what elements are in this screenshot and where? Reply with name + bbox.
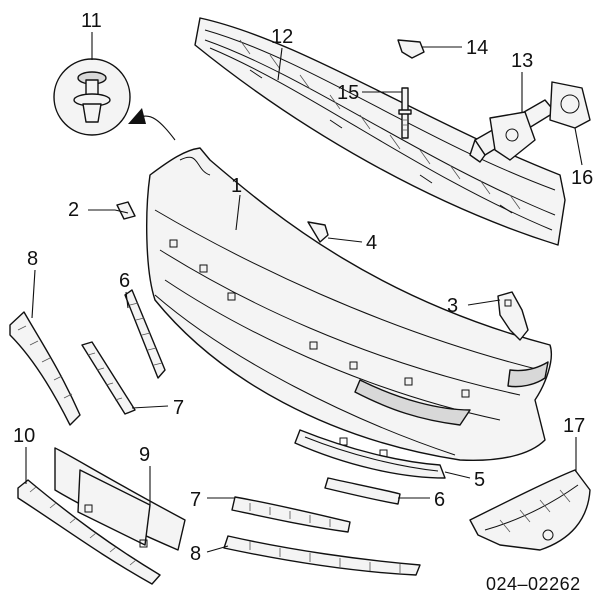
leader-lines — [25, 32, 583, 553]
moulding-part-8-lower — [223, 535, 421, 576]
callout-16: 16 — [571, 167, 593, 189]
moulding-part-10 — [17, 479, 161, 585]
callout-15: 15 — [337, 82, 359, 104]
bracket-part-3 — [497, 291, 529, 341]
impact-absorber-part-13 — [469, 99, 556, 163]
callout-2: 2 — [68, 199, 79, 221]
gasket-part-16 — [549, 81, 591, 129]
wheel-liner-part-17 — [469, 469, 591, 551]
moulding-part-8-left — [9, 311, 81, 426]
reinforcement-beam-part-12 — [194, 17, 566, 246]
callout-7-lower: 7 — [190, 489, 201, 511]
callout-9: 9 — [139, 444, 150, 466]
callout-8-left: 8 — [27, 248, 38, 270]
callout-6-lower: 6 — [434, 489, 445, 511]
detail-arrow — [128, 108, 176, 141]
callout-8-lower: 8 — [190, 543, 201, 565]
strip-part-6-lower — [324, 477, 401, 505]
bolt-part-15 — [398, 87, 412, 139]
clip-part-2 — [116, 201, 136, 220]
callout-17: 17 — [563, 415, 585, 437]
clip-part-4 — [307, 221, 329, 243]
callout-6-upper: 6 — [119, 270, 130, 292]
lower-grille-part-5 — [294, 429, 446, 479]
callout-12: 12 — [271, 26, 293, 48]
bumper-cover-part-1 — [146, 147, 552, 462]
callout-11: 11 — [81, 10, 102, 32]
callout-1: 1 — [231, 175, 242, 197]
callout-7-upper: 7 — [173, 397, 184, 419]
callout-10: 10 — [13, 425, 35, 447]
strip-part-7-upper — [81, 341, 136, 415]
callout-13: 13 — [511, 50, 533, 72]
callout-3: 3 — [447, 295, 458, 317]
callout-labels: 11 12 1 2 3 4 5 6 6 7 7 8 8 9 10 13 14 1… — [13, 10, 593, 565]
diagram-code: 024–02262 — [486, 574, 581, 594]
trim-part-6-upper — [124, 289, 166, 379]
strip-part-7-lower — [231, 496, 351, 533]
callout-4: 4 — [366, 232, 377, 254]
callout-14: 14 — [466, 37, 488, 59]
clip-part-14 — [397, 39, 425, 59]
clip-detail-part-11 — [53, 58, 131, 136]
license-bracket-part-9 — [54, 447, 186, 551]
callout-5: 5 — [474, 469, 485, 491]
